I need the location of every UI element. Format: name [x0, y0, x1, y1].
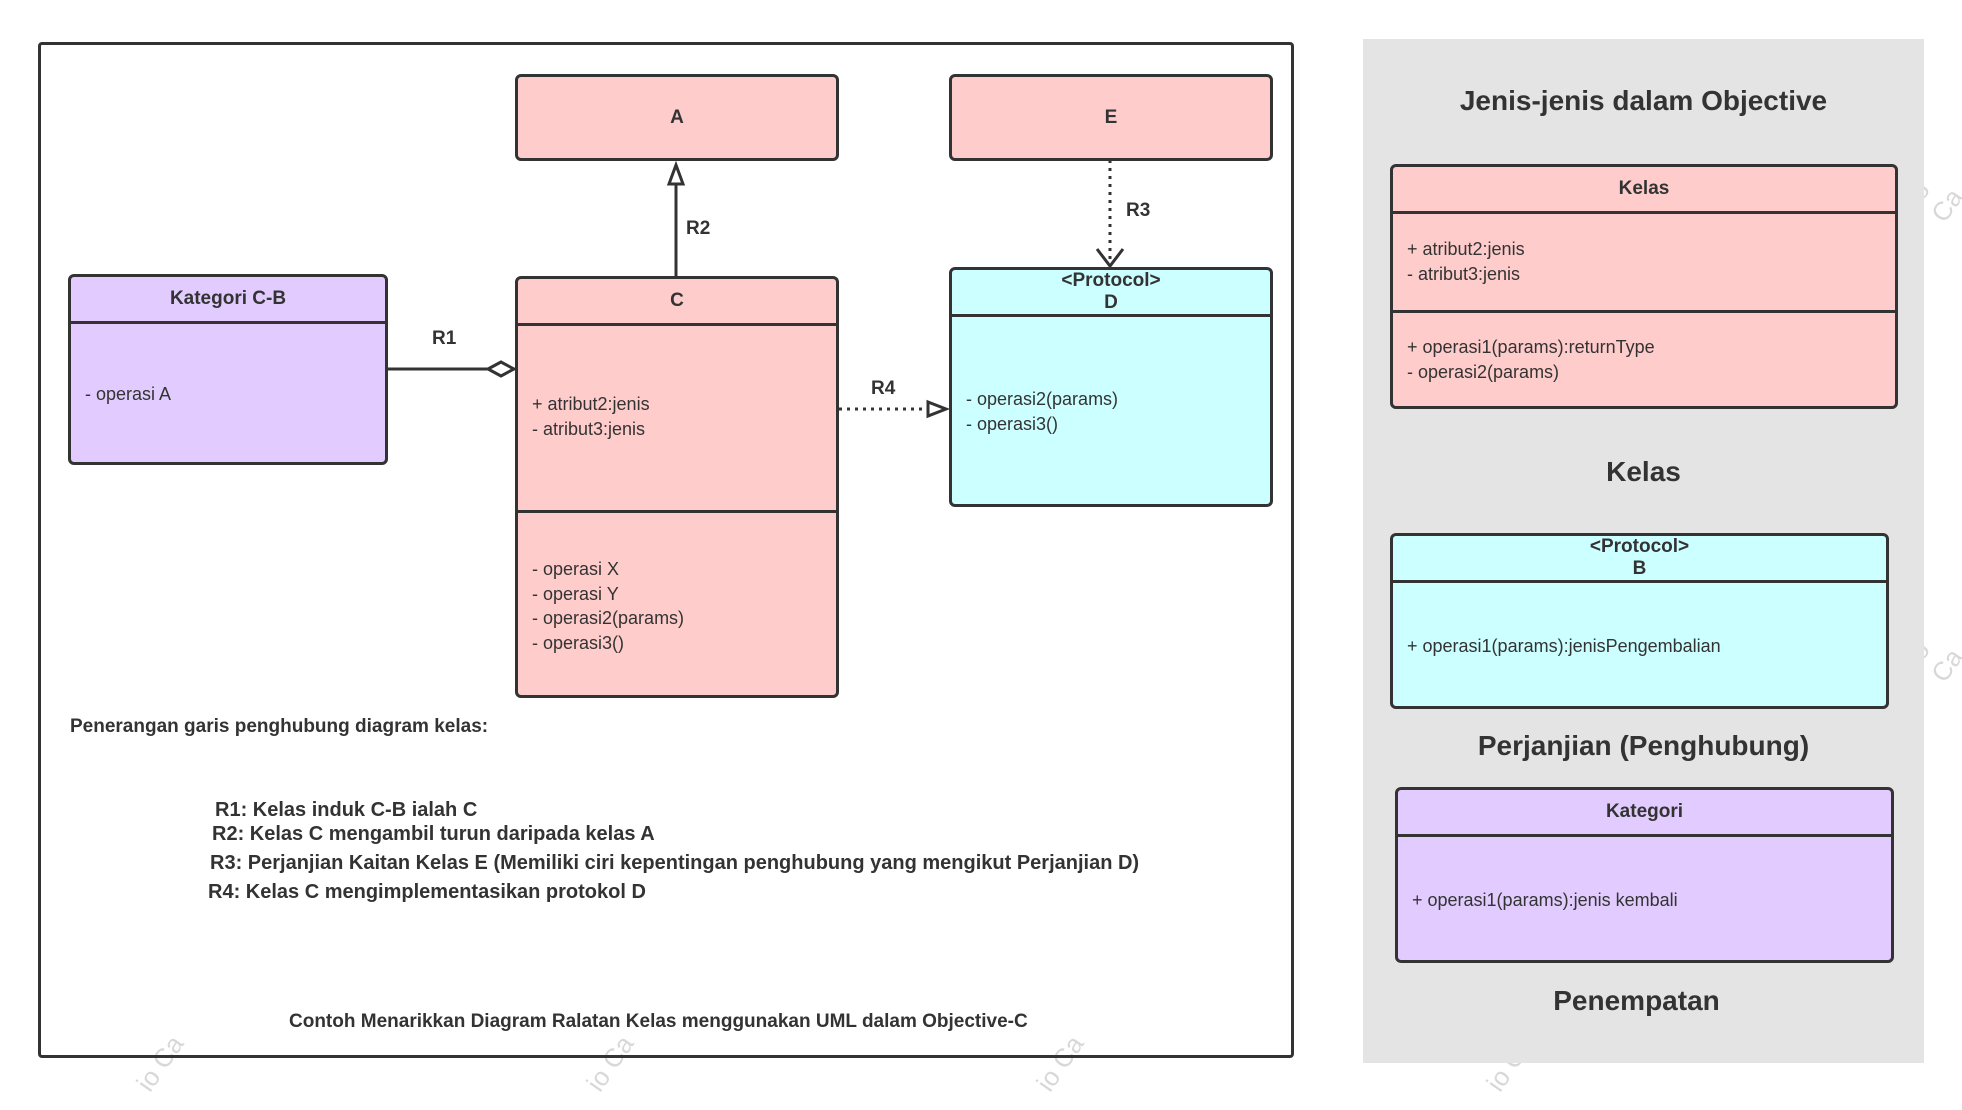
- legend-r3: R3: Perjanjian Kaitan Kelas E (Memiliki …: [210, 852, 1140, 874]
- class-c-title: C: [670, 290, 684, 311]
- class-e-box[interactable]: E: [949, 74, 1273, 161]
- sidebar-category-header: Kategori: [1398, 790, 1891, 837]
- protocol-d-box[interactable]: <Protocol> D - operasi2(params) - operas…: [949, 267, 1273, 507]
- legend-heading: Penerangan garis penghubung diagram kela…: [70, 716, 489, 737]
- sidebar-class-title: Kelas: [1618, 178, 1670, 199]
- diagram-caption: Contoh Menarikkan Diagram Ralatan Kelas …: [289, 1011, 1028, 1032]
- protocol-d-operations: - operasi2(params) - operasi3(): [966, 389, 1119, 434]
- relation-label-r1: R1: [432, 328, 457, 349]
- category-cb-header: Kategori C-B: [71, 277, 385, 324]
- class-e-title: E: [1104, 106, 1118, 128]
- sidebar-class-attributes: + atribut2:jenis - atribut3:jenis: [1407, 239, 1525, 284]
- legend-r2: R2: Kelas C mengambil turun daripada kel…: [212, 823, 655, 845]
- sidebar-category-label: Penempatan: [1553, 985, 1720, 1016]
- sidebar-category-example[interactable]: Kategori + operasi1(params):jenis kembal…: [1395, 787, 1894, 963]
- legend-r4: R4: Kelas C mengimplementasikan protokol…: [208, 881, 646, 903]
- sidebar-protocol-operations: + operasi1(params):jenisPengembalian: [1407, 636, 1721, 656]
- r4-realization-arrowhead: [926, 399, 951, 419]
- class-a-box[interactable]: A: [515, 74, 839, 161]
- r3-open-arrowhead: [1095, 248, 1125, 269]
- sidebar-protocol-stereotype: <Protocol>: [1589, 536, 1690, 557]
- class-c-operations: - operasi X - operasi Y - operasi2(param…: [532, 559, 685, 653]
- sidebar-protocol-title: B: [1632, 558, 1647, 579]
- sidebar-class-operations: + operasi1(params):returnType - operasi2…: [1407, 337, 1655, 382]
- r2-inheritance-arrowhead: [666, 160, 686, 186]
- sidebar-category-title: Kategori: [1605, 801, 1684, 822]
- category-cb-title: Kategori C-B: [169, 288, 287, 309]
- relation-label-r2: R2: [686, 218, 711, 239]
- sidebar-class-divider: [1393, 310, 1895, 313]
- sidebar-class-header: Kelas: [1393, 167, 1895, 214]
- category-cb-box[interactable]: Kategori C-B - operasi A: [68, 274, 388, 465]
- sidebar-protocol-label: Perjanjian (Penghubung): [1477, 730, 1810, 761]
- sidebar-heading: Jenis-jenis dalam Objective: [1459, 85, 1828, 116]
- sidebar-class-example[interactable]: Kelas + atribut2:jenis - atribut3:jenis …: [1390, 164, 1898, 409]
- diagram-frame: [38, 42, 1294, 1058]
- category-cb-operations: - operasi A: [85, 384, 172, 404]
- class-c-divider: [518, 510, 836, 513]
- sidebar-protocol-example[interactable]: <Protocol> B + operasi1(params):jenisPen…: [1390, 533, 1889, 709]
- protocol-d-header: <Protocol> D: [952, 270, 1270, 317]
- class-c-attributes: + atribut2:jenis - atribut3:jenis: [532, 394, 650, 439]
- relation-label-r4: R4: [871, 378, 896, 399]
- class-a-title: A: [670, 106, 684, 128]
- legend-r1: R1: Kelas induk C-B ialah C: [215, 799, 478, 821]
- relation-label-r3: R3: [1126, 200, 1151, 221]
- protocol-d-title: D: [1104, 292, 1118, 313]
- class-c-box[interactable]: C + atribut2:jenis - atribut3:jenis - op…: [515, 276, 839, 698]
- sidebar-protocol-header: <Protocol> B: [1393, 536, 1886, 583]
- protocol-d-stereotype: <Protocol>: [1061, 270, 1161, 291]
- class-c-header: C: [518, 279, 836, 326]
- sidebar-category-operations: + operasi1(params):jenis kembali: [1412, 890, 1678, 910]
- sidebar-class-label: Kelas: [1606, 456, 1681, 487]
- r1-aggregation-diamond: [484, 360, 518, 378]
